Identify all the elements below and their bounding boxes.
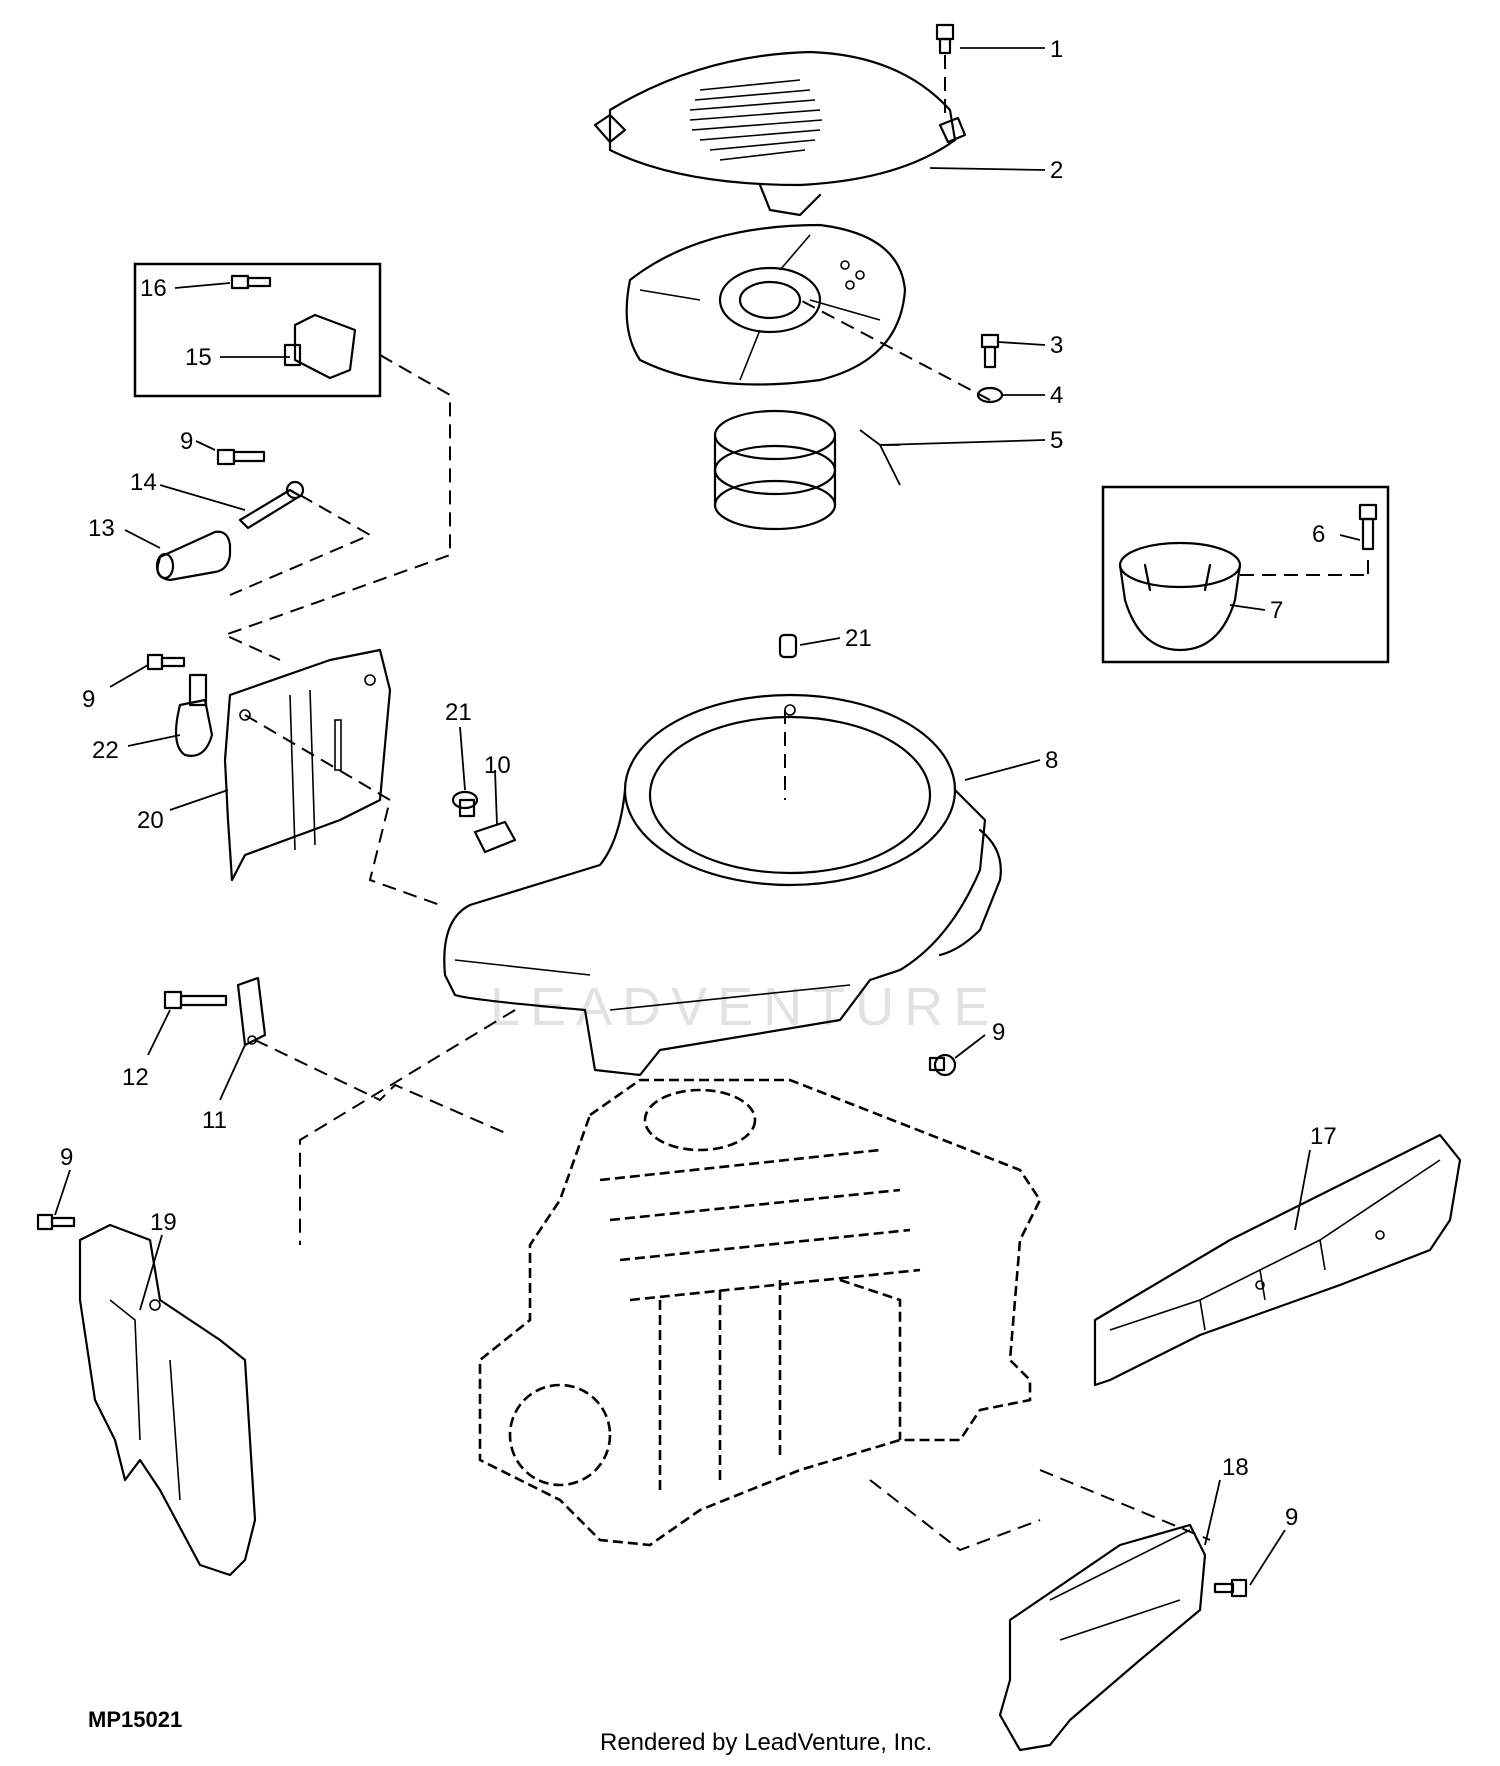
bolt-1-icon xyxy=(935,23,955,55)
label-10 xyxy=(473,820,517,854)
callout-9d: 9 xyxy=(60,1144,73,1171)
bolt-9a-icon xyxy=(216,448,266,466)
callout-6: 6 xyxy=(1312,521,1325,548)
bolt-9e-icon xyxy=(1213,1578,1248,1598)
callout-9a: 9 xyxy=(180,428,193,455)
callout-9b: 9 xyxy=(82,686,95,713)
link-14 xyxy=(238,480,305,530)
spacer-13 xyxy=(155,530,232,582)
callout-14: 14 xyxy=(130,469,157,496)
callout-19: 19 xyxy=(150,1209,177,1236)
bolt-16-icon xyxy=(230,274,272,290)
callout-10: 10 xyxy=(484,752,511,779)
callout-1: 1 xyxy=(1050,36,1063,63)
fan-plate xyxy=(625,223,907,386)
bolt-6-icon xyxy=(1358,503,1378,551)
callout-8: 8 xyxy=(1045,747,1058,774)
callout-17: 17 xyxy=(1310,1123,1337,1150)
clamp-22 xyxy=(174,673,214,757)
callout-13: 13 xyxy=(88,515,115,542)
callout-9e: 9 xyxy=(1285,1504,1298,1531)
bolt-3-icon xyxy=(980,333,1000,369)
callout-5: 5 xyxy=(1050,427,1063,454)
module-box xyxy=(133,262,382,398)
callout-22: 22 xyxy=(92,737,119,764)
plate-stack xyxy=(713,409,837,531)
figure-code: MP15021 xyxy=(88,1707,182,1732)
callout-4: 4 xyxy=(1050,382,1063,409)
callout-18: 18 xyxy=(1222,1454,1249,1481)
bracket-20 xyxy=(223,648,392,882)
callout-21b: 21 xyxy=(445,699,472,726)
bolt-9d-icon xyxy=(36,1213,76,1231)
callout-12: 12 xyxy=(122,1064,149,1091)
starter-cup-box xyxy=(1101,485,1390,664)
engine-block xyxy=(478,1078,1042,1547)
callout-21a: 21 xyxy=(845,625,872,652)
bolt-12-icon xyxy=(163,990,228,1010)
plug-21b-icon xyxy=(451,790,479,818)
leader-lines xyxy=(54,47,1361,1586)
baffle-17 xyxy=(1093,1133,1462,1387)
footer-credit: Rendered by LeadVenture, Inc. xyxy=(600,1729,932,1756)
blower-housing-8 xyxy=(443,693,1002,1077)
bolt-9b-icon xyxy=(146,653,186,671)
callout-9c: 9 xyxy=(992,1019,1005,1046)
callout-7: 7 xyxy=(1270,597,1283,624)
callout-15: 15 xyxy=(185,344,212,371)
grille-cover xyxy=(593,50,967,217)
plug-21a-icon xyxy=(778,633,798,659)
starter-cup xyxy=(1118,541,1242,652)
callout-2: 2 xyxy=(1050,157,1063,184)
callout-3: 3 xyxy=(1050,332,1063,359)
callout-11: 11 xyxy=(202,1107,227,1134)
callout-20: 20 xyxy=(137,807,164,834)
clip-11 xyxy=(236,976,267,1047)
callout-16: 16 xyxy=(140,275,167,302)
coil-module-15 xyxy=(283,313,357,380)
watermark-text: LEADVENTURE xyxy=(490,977,999,1037)
baffle-18 xyxy=(998,1523,1207,1752)
bolt-9c-icon xyxy=(928,1053,957,1077)
baffle-19 xyxy=(78,1223,257,1577)
